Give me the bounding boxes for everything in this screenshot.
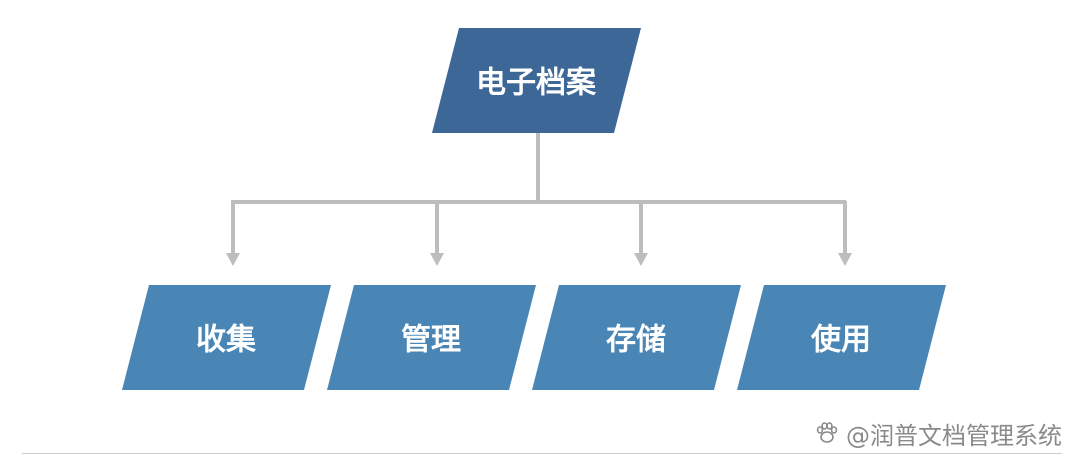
- watermark-text: @润普文档管理系统: [846, 421, 1062, 450]
- child-node-1: 收集: [122, 285, 331, 390]
- bottom-divider: [22, 453, 1062, 454]
- paw-icon: [816, 422, 838, 443]
- child-node-shape: [737, 285, 946, 390]
- watermark: @润普文档管理系统: [814, 415, 1062, 451]
- child-node-4: 使用: [737, 285, 946, 390]
- child-node-shape: [122, 285, 331, 390]
- child-node-label: 使用: [810, 323, 871, 358]
- arrow-head-1: [226, 253, 240, 266]
- child-node-shape: [327, 285, 536, 390]
- arrow-head-3: [634, 253, 648, 266]
- connectors: [226, 133, 852, 266]
- child-node-label: 管理: [401, 323, 461, 358]
- root-node-shape: [432, 28, 641, 133]
- child-node-shape: [532, 285, 741, 390]
- arrow-head-2: [430, 253, 444, 266]
- root-node-label: 电子档案: [476, 66, 597, 101]
- root-node: 电子档案: [432, 28, 641, 133]
- child-node-label: 存储: [606, 323, 666, 358]
- child-node-2: 管理: [327, 285, 536, 390]
- child-node-label: 收集: [196, 323, 257, 358]
- child-node-3: 存储: [532, 285, 741, 390]
- arrow-head-4: [838, 253, 852, 266]
